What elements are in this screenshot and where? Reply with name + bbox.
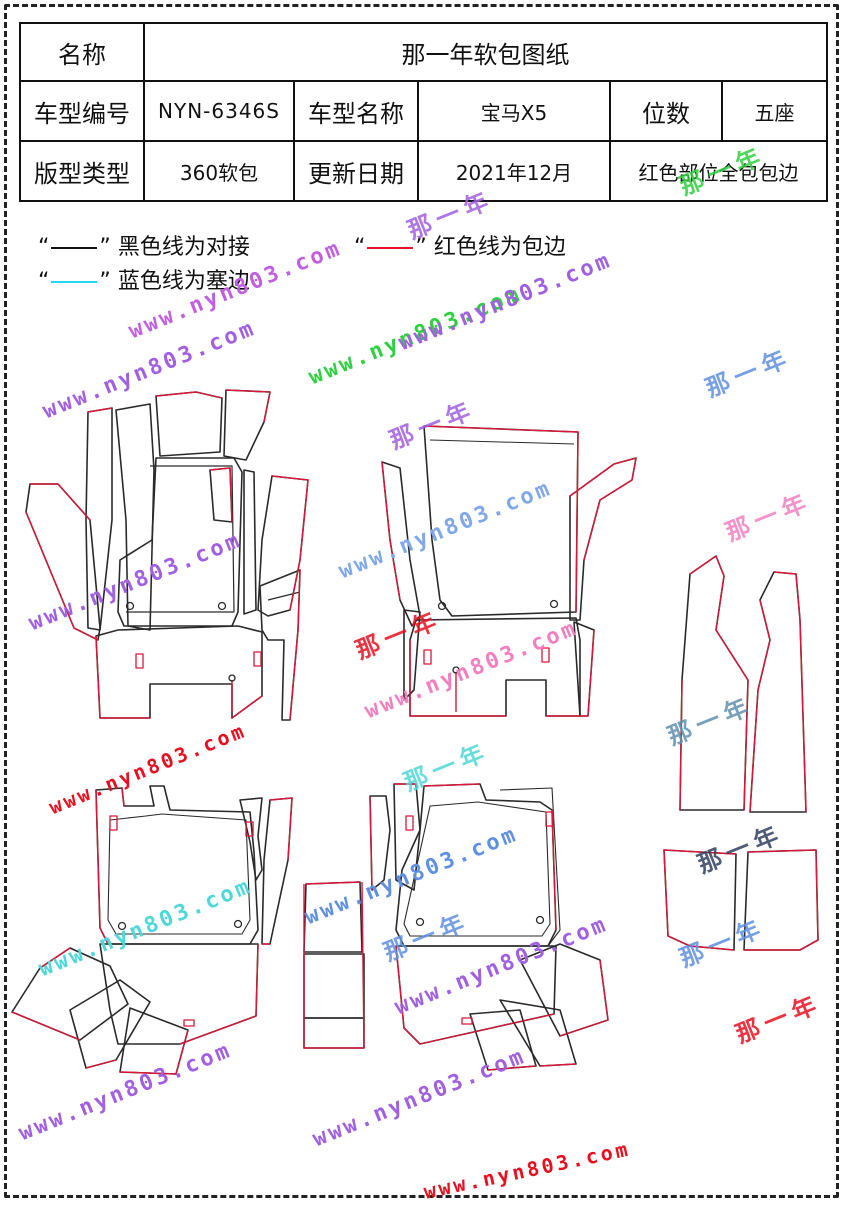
legend-black: “ ” 黑色线为对接 bbox=[38, 229, 250, 261]
piece-side-panels bbox=[663, 555, 819, 951]
legend-cyan-line bbox=[51, 281, 98, 283]
model-name-value: 宝马X5 bbox=[417, 80, 611, 142]
model-no-value: NYN-6346S bbox=[143, 80, 295, 142]
legend-cyan-text: 蓝色线为塞边 bbox=[117, 269, 250, 294]
name-label: 名称 bbox=[19, 22, 145, 82]
pattern-type-value: 360软包 bbox=[143, 140, 295, 202]
legend-red-close-quote: ” bbox=[415, 235, 427, 260]
legend-red: “ ” 红色线为包边 bbox=[354, 229, 566, 261]
legend-red-text: 红色线为包边 bbox=[433, 235, 566, 260]
legend-red-open-quote: “ bbox=[354, 235, 366, 260]
pattern-type-label: 版型类型 bbox=[19, 140, 145, 202]
legend-cyan-open-quote: “ bbox=[38, 269, 50, 294]
model-name-label: 车型名称 bbox=[293, 80, 419, 142]
update-label: 更新日期 bbox=[293, 140, 419, 202]
info-table: 名称 那一年软包图纸 车型编号 NYN-6346S 车型名称 宝马X5 位数 五… bbox=[19, 22, 828, 202]
seats-value: 五座 bbox=[721, 80, 828, 142]
note-value: 红色部位全包包边 bbox=[609, 140, 828, 202]
page-border bbox=[4, 4, 839, 1198]
legend-black-text: 黑色线为对接 bbox=[117, 235, 250, 260]
legend-black-open-quote: “ bbox=[38, 235, 50, 260]
legend-black-line bbox=[51, 247, 98, 249]
update-value: 2021年12月 bbox=[417, 140, 611, 202]
legend-black-close-quote: ” bbox=[99, 235, 111, 260]
piece-front-right-main bbox=[381, 425, 637, 717]
legend-red-line bbox=[367, 247, 414, 249]
legend-cyan-close-quote: ” bbox=[99, 269, 111, 294]
legend-cyan: “ ” 蓝色线为塞边 bbox=[38, 263, 250, 295]
name-value: 那一年软包图纸 bbox=[143, 22, 828, 82]
seats-label: 位数 bbox=[609, 80, 723, 142]
model-no-label: 车型编号 bbox=[19, 80, 145, 142]
